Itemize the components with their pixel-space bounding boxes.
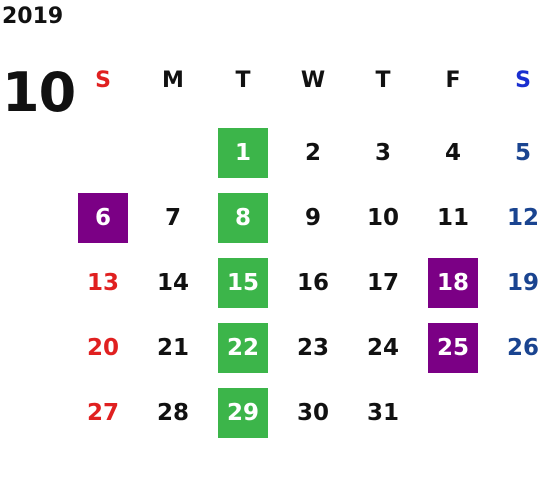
calendar-day-number: 1 — [218, 127, 268, 178]
calendar-day-cell: 2 — [278, 120, 348, 185]
calendar-day-number: 16 — [296, 269, 329, 296]
calendar-day-number: 26 — [506, 334, 539, 361]
calendar-day-cell: 3 — [348, 120, 418, 185]
calendar-day-number: 21 — [156, 334, 189, 361]
calendar-day-number — [498, 388, 548, 438]
calendar-day-number — [428, 388, 478, 438]
calendar-day-cell: 29 — [208, 380, 278, 445]
calendar-day-cell: 17 — [348, 250, 418, 315]
calendar-day-number — [148, 128, 198, 178]
calendar-day-cell: 23 — [278, 315, 348, 380]
weekday-header-tuesday: T — [235, 67, 251, 93]
calendar-day-cell: 9 — [278, 185, 348, 250]
calendar-day-number: 7 — [164, 204, 181, 231]
calendar-day-number: 11 — [436, 204, 469, 231]
calendar-day-number: 5 — [514, 139, 531, 166]
calendar-day-cell: 18 — [418, 250, 488, 315]
calendar-empty-cell — [418, 380, 488, 445]
calendar-day-cell: 10 — [348, 185, 418, 250]
calendar-empty-cell — [68, 120, 138, 185]
calendar-day-number: 3 — [374, 139, 391, 166]
calendar-day-number: 31 — [366, 399, 399, 426]
calendar-day-cell: 1 — [208, 120, 278, 185]
calendar-day-cell: 7 — [138, 185, 208, 250]
calendar-day-number: 20 — [86, 334, 119, 361]
calendar-day-number: 4 — [444, 139, 461, 166]
calendar-day-cell: 11 — [418, 185, 488, 250]
calendar-day-number: 28 — [156, 399, 189, 426]
calendar-day-cell: 8 — [208, 185, 278, 250]
calendar-year: 2019 — [2, 4, 64, 29]
calendar-day-number: 14 — [156, 269, 189, 296]
calendar-empty-cell — [488, 380, 548, 445]
calendar-day-cell: 21 — [138, 315, 208, 380]
calendar-day-cell: 24 — [348, 315, 418, 380]
weekday-header-friday: F — [445, 67, 461, 93]
calendar-day-cell: 30 — [278, 380, 348, 445]
calendar-day-number: 19 — [506, 269, 539, 296]
calendar-day-cell: 4 — [418, 120, 488, 185]
calendar-day-cell: 14 — [138, 250, 208, 315]
weekday-header-wednesday: W — [300, 67, 326, 93]
weekday-header-saturday: S — [515, 67, 531, 93]
calendar-day-cell: 6 — [68, 185, 138, 250]
calendar-day-number: 12 — [506, 204, 539, 231]
calendar-day-cell: 15 — [208, 250, 278, 315]
calendar-day-number: 18 — [428, 257, 478, 308]
calendar-month: 10 — [2, 61, 76, 124]
calendar-day-number: 30 — [296, 399, 329, 426]
calendar-day-number: 9 — [304, 204, 321, 231]
calendar-day-number: 17 — [366, 269, 399, 296]
calendar-day-cell: 19 — [488, 250, 548, 315]
calendar-day-cell: 25 — [418, 315, 488, 380]
calendar-day-cell: 12 — [488, 185, 548, 250]
calendar-empty-cell — [138, 120, 208, 185]
calendar-day-number: 6 — [78, 192, 128, 243]
calendar-day-cell: 22 — [208, 315, 278, 380]
calendar-day-number: 13 — [86, 269, 119, 296]
weekday-header-monday: M — [162, 67, 184, 93]
calendar-day-number: 15 — [218, 257, 268, 308]
weekday-header-thursday: T — [375, 67, 391, 93]
calendar-day-cell: 13 — [68, 250, 138, 315]
weekday-header-sunday: S — [95, 67, 111, 93]
calendar-day-cell: 20 — [68, 315, 138, 380]
calendar-day-number: 23 — [296, 334, 329, 361]
calendar-day-number: 24 — [366, 334, 399, 361]
calendar-day-number: 22 — [218, 322, 268, 373]
calendar-day-cell: 16 — [278, 250, 348, 315]
calendar-day-number: 2 — [304, 139, 321, 166]
calendar-day-number: 27 — [86, 399, 119, 426]
calendar-day-number: 10 — [366, 204, 399, 231]
calendar-day-cell: 31 — [348, 380, 418, 445]
calendar-day-cell: 5 — [488, 120, 548, 185]
calendar-day-cell: 28 — [138, 380, 208, 445]
calendar-day-number: 8 — [218, 192, 268, 243]
calendar-day-number: 25 — [428, 322, 478, 373]
calendar-day-cell: 26 — [488, 315, 548, 380]
calendar-day-number — [78, 128, 128, 178]
calendar-day-cell: 27 — [68, 380, 138, 445]
calendar-day-number: 29 — [218, 387, 268, 438]
